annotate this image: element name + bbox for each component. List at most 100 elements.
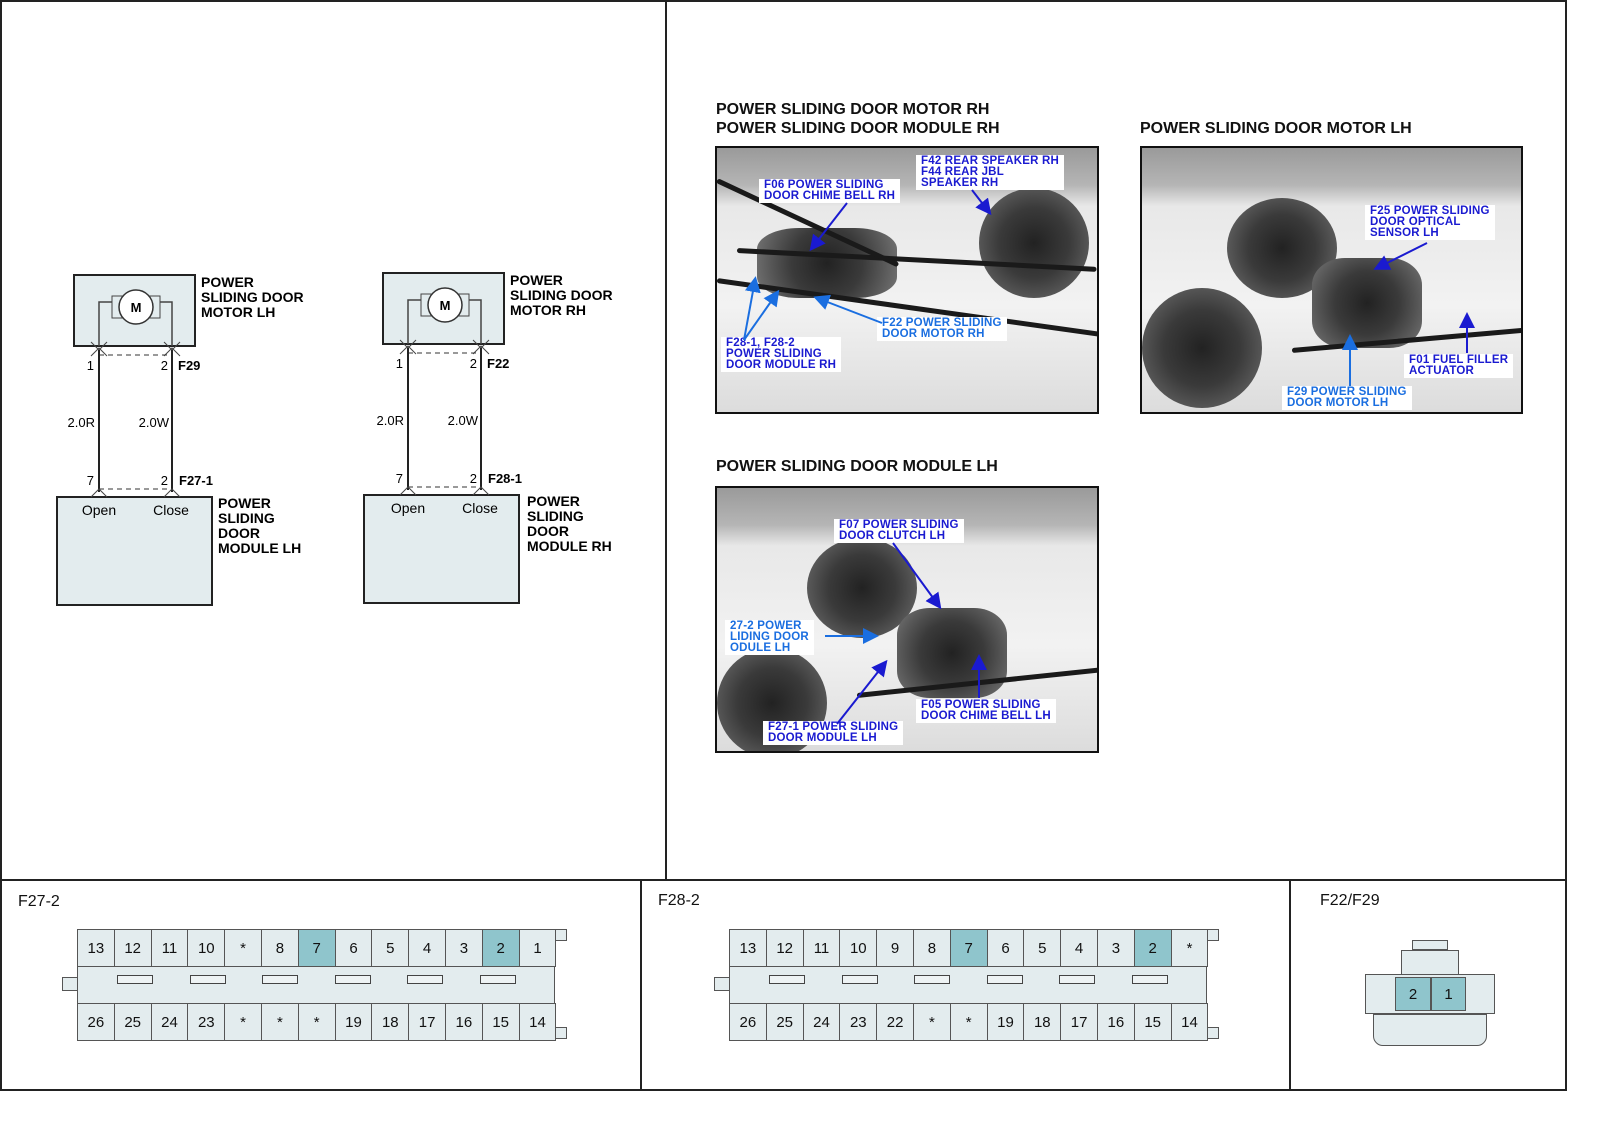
pin-cell: 22 (876, 1003, 914, 1041)
connector-latch (1207, 929, 1220, 941)
terminal-label: Open (391, 500, 425, 516)
photo-label: F25 POWER SLIDING DOOR OPTICAL SENSOR LH (1365, 205, 1495, 240)
terminal-label: Close (153, 502, 189, 518)
connector-title-f27-2: F27-2 (18, 893, 60, 910)
connector-id: F29 (178, 358, 200, 373)
pin-cell: 3 (445, 929, 483, 967)
connector-id: F22 (487, 356, 509, 371)
terminal-label: Close (462, 500, 498, 516)
module-box (56, 496, 213, 606)
connector-f22-f29-face: 2 1 (1365, 940, 1495, 1050)
pin-cell: 8 (261, 929, 299, 967)
pin-number: 1 (396, 356, 403, 371)
pin-cell: * (297, 1003, 336, 1041)
key-slot (914, 975, 950, 984)
photo-title-rh: POWER SLIDING DOOR MOTOR RH POWER SLIDIN… (716, 101, 1000, 137)
connector-title-f28-2: F28-2 (658, 892, 700, 909)
pin-number: 2 (161, 358, 168, 373)
motor-lead (98, 301, 173, 346)
photo-label: F07 POWER SLIDING DOOR CLUTCH LH (834, 519, 964, 543)
connector-latch (555, 1027, 568, 1039)
pin-cell: 2 (1133, 929, 1172, 967)
wire-spec: 2.0R (68, 415, 95, 430)
pin-cell: 24 (802, 1003, 841, 1041)
photo-label: F28-1, F28-2 POWER SLIDING DOOR MODULE R… (721, 337, 842, 372)
pin-cell: 5 (1023, 929, 1062, 967)
key-slot (334, 975, 371, 984)
pin-cell: 15 (481, 1003, 520, 1041)
photo-label: F05 POWER SLIDING DOOR CHIME BELL LH (916, 699, 1056, 723)
connector-latch (714, 977, 730, 991)
pin-cell: * (261, 1003, 299, 1041)
pin-cell: 6 (986, 929, 1025, 967)
photo-rh: F06 POWER SLIDING DOOR CHIME BELL RH F42… (715, 146, 1099, 414)
pin-cell: 13 (77, 929, 115, 967)
pin-cell: 6 (334, 929, 373, 967)
pin-cell: 7 (297, 929, 336, 967)
pin-cell: 12 (113, 929, 152, 967)
motor-icon (118, 289, 154, 325)
key-slot (262, 975, 298, 984)
pin-number: 1 (87, 358, 94, 373)
pin-cell: 23 (839, 1003, 878, 1041)
wire-spec: 2.0R (377, 413, 404, 428)
pin-cell: 9 (876, 929, 914, 967)
pin-number: 2 (470, 356, 477, 371)
wire-spec: 2.0W (139, 415, 170, 430)
page-frame (0, 0, 1567, 1091)
pin-cell: 23 (187, 1003, 226, 1041)
divider (640, 880, 642, 1090)
connector-body (729, 966, 1208, 1004)
pin-number: 7 (396, 471, 403, 486)
pin-cell: 5 (371, 929, 410, 967)
pin-cell: 12 (765, 929, 804, 967)
divider (1289, 880, 1291, 1090)
key-slot (841, 975, 878, 984)
photo-label: F01 FUEL FILLER ACTUATOR (1404, 354, 1514, 378)
pin-cell: 11 (150, 929, 189, 967)
pin-cell: * (1170, 929, 1209, 967)
pin-cell: 25 (113, 1003, 152, 1041)
connector-id: F27-1 (179, 473, 213, 488)
pin-cell: * (913, 1003, 951, 1041)
pin-cell: 17 (1060, 1003, 1098, 1041)
photo-motor-lh: F25 POWER SLIDING DOOR OPTICAL SENSOR LH… (1140, 146, 1523, 414)
photo-label: F22 POWER SLIDING DOOR MOTOR RH (877, 317, 1007, 341)
pin-cell: 26 (729, 1003, 767, 1041)
terminal-icon (399, 486, 417, 496)
motor-lead (407, 299, 482, 344)
key-slot (986, 975, 1023, 984)
key-slot (189, 975, 226, 984)
pin-cell: 25 (765, 1003, 804, 1041)
photo-module-lh: F07 POWER SLIDING DOOR CLUTCH LH 27-2 PO… (715, 486, 1099, 753)
pin-cell: 1 (1431, 977, 1466, 1011)
pin-cell: 19 (986, 1003, 1025, 1041)
pin-cell: 7 (949, 929, 988, 967)
pin-cell: 17 (408, 1003, 446, 1041)
pin-number: 2 (161, 473, 168, 488)
pin-cell: 10 (187, 929, 226, 967)
pin-cell: 2 (481, 929, 520, 967)
connector-id: F28-1 (488, 471, 522, 486)
key-slot (407, 975, 443, 984)
connector-latch (555, 929, 568, 941)
pin-cell: 19 (334, 1003, 373, 1041)
photo-label: F42 REAR SPEAKER RH F44 REAR JBL SPEAKER… (916, 155, 1064, 190)
photo-label: F06 POWER SLIDING DOOR CHIME BELL RH (759, 179, 901, 203)
photo-label: F27-1 POWER SLIDING DOOR MODULE LH (763, 721, 904, 745)
pin-cell: 26 (77, 1003, 115, 1041)
key-slot (479, 975, 516, 984)
pin-cell: 18 (371, 1003, 410, 1041)
photo-title-module-lh: POWER SLIDING DOOR MODULE LH (716, 458, 998, 475)
motor-box (73, 274, 196, 347)
pin-cell: 24 (150, 1003, 189, 1041)
terminal-icon (90, 488, 108, 498)
connector-latch (1207, 1027, 1220, 1039)
pin-cell: 4 (1060, 929, 1098, 967)
terminal-icon (472, 486, 490, 496)
